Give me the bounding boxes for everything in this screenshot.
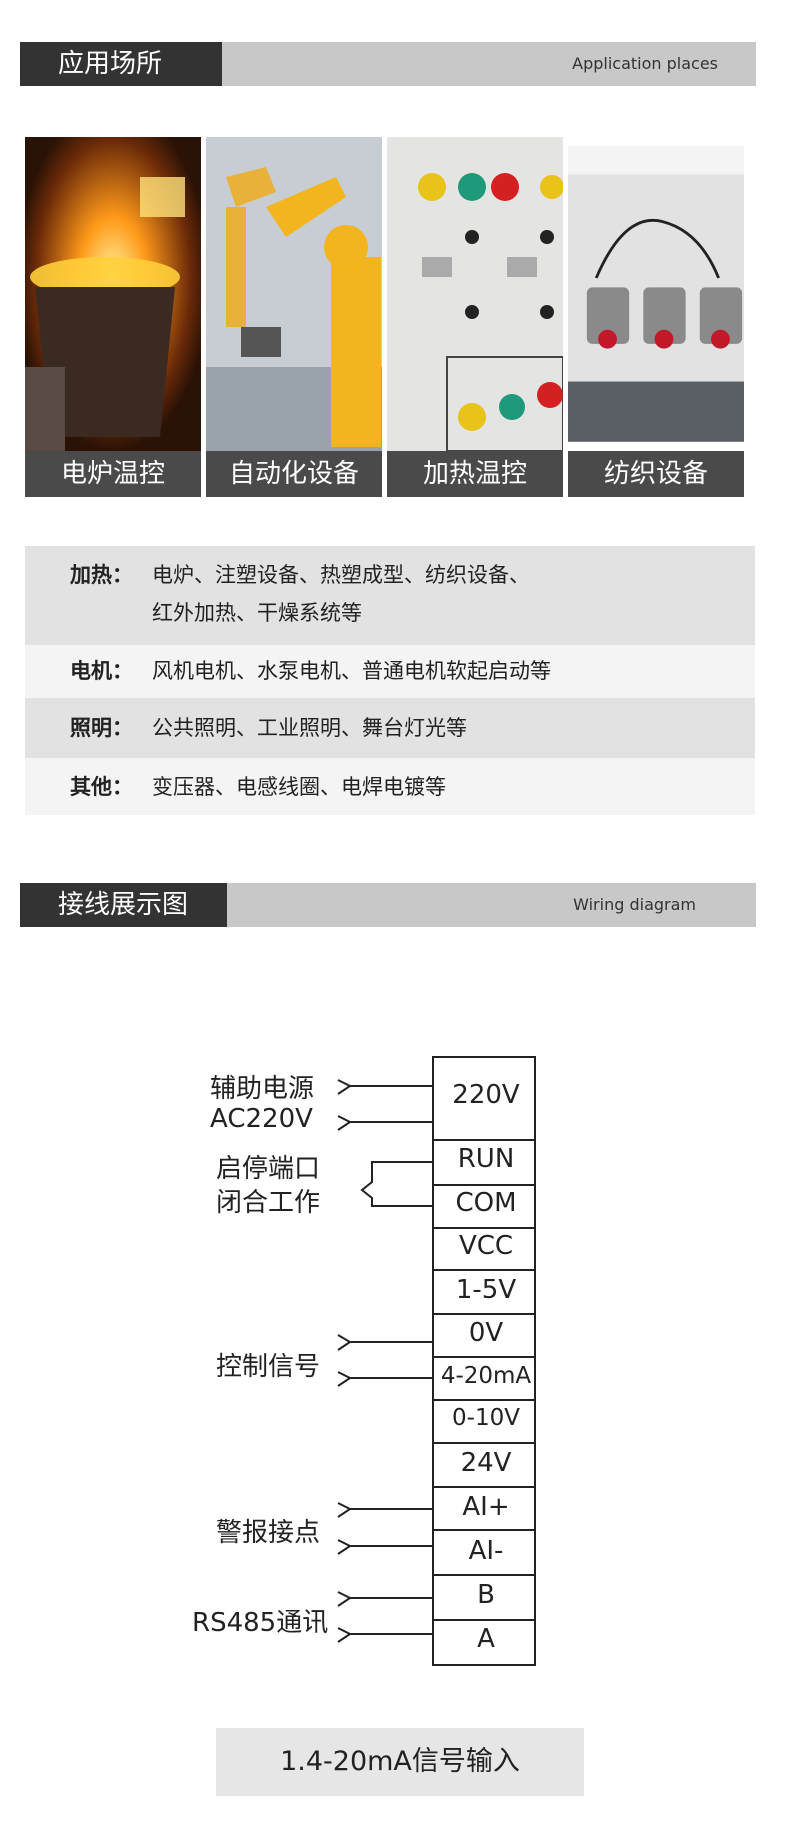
photo-caption: 电炉温控 bbox=[25, 451, 201, 497]
terminal-4-20ma: 4-20mA bbox=[440, 1363, 532, 1389]
photo-caption: 加热温控 bbox=[387, 451, 563, 497]
label-start-stop: 启停端口 bbox=[216, 1154, 321, 1184]
terminal-a: A bbox=[477, 1624, 495, 1654]
item-text: 风机电机、水泵电机、普通电机软起启动等 bbox=[152, 659, 551, 683]
item-label: 加热： bbox=[70, 563, 133, 587]
photo-furnace: 电炉温控 bbox=[25, 137, 201, 497]
terminal-run: RUN bbox=[457, 1144, 515, 1174]
list-item: 照明： 公共照明、工业照明、舞台灯光等 bbox=[25, 698, 755, 758]
diagram-caption: 1.4-20mA信号输入 bbox=[216, 1728, 584, 1796]
label-alarm-contact: 警报接点 bbox=[216, 1518, 321, 1548]
application-photos: 电炉温控 自动化设备 bbox=[25, 137, 755, 497]
section-subtitle: Application places bbox=[572, 54, 718, 73]
item-text: 电炉、注塑设备、热塑成型、纺织设备、 bbox=[152, 563, 530, 587]
label-rs485: RS485通讯 bbox=[192, 1608, 329, 1638]
furnace-photo-icon bbox=[25, 137, 201, 451]
item-label: 电机： bbox=[70, 659, 133, 683]
terminal-220v: 220V bbox=[452, 1080, 520, 1110]
list-item: 其他： 变压器、电感线圈、电焊电镀等 bbox=[25, 758, 755, 815]
item-label: 其他： bbox=[70, 775, 133, 799]
terminal-vcc: VCC bbox=[458, 1231, 514, 1261]
control-panel-photo-icon bbox=[387, 137, 563, 451]
photo-panel: 加热温控 bbox=[387, 137, 563, 497]
terminal-b: B bbox=[477, 1580, 495, 1610]
terminal-com: COM bbox=[455, 1188, 517, 1218]
photo-robot: 自动化设备 bbox=[206, 137, 382, 497]
list-item: 电机： 风机电机、水泵电机、普通电机软起启动等 bbox=[25, 645, 755, 698]
terminal-ai-plus: AI+ bbox=[462, 1492, 510, 1522]
terminal-ai-minus: AI- bbox=[468, 1536, 504, 1566]
section-title: 接线展示图 bbox=[20, 883, 227, 927]
textile-machine-photo-icon bbox=[568, 146, 744, 442]
label-aux-power-voltage: AC220V bbox=[210, 1104, 313, 1134]
list-item: 加热： 电炉、注塑设备、热塑成型、纺织设备、 红外加热、干燥系统等 bbox=[25, 546, 755, 645]
terminal-0v: 0V bbox=[468, 1318, 504, 1348]
section-header-wiring: 接线展示图 Wiring diagram bbox=[20, 883, 756, 927]
application-list: 加热： 电炉、注塑设备、热塑成型、纺织设备、 红外加热、干燥系统等 电机： 风机… bbox=[25, 546, 755, 815]
wiring-lines bbox=[337, 1056, 536, 1666]
terminal-1-5v: 1-5V bbox=[455, 1275, 517, 1305]
item-text: 红外加热、干燥系统等 bbox=[152, 601, 362, 625]
item-label: 照明： bbox=[70, 716, 133, 740]
section-subtitle: Wiring diagram bbox=[573, 895, 696, 914]
photo-caption: 自动化设备 bbox=[206, 451, 382, 497]
item-text: 公共照明、工业照明、舞台灯光等 bbox=[152, 716, 467, 740]
label-start-stop-closed: 闭合工作 bbox=[216, 1188, 321, 1218]
robot-arm-photo-icon bbox=[206, 137, 382, 451]
label-aux-power: 辅助电源 bbox=[210, 1074, 315, 1104]
terminal-0-10v: 0-10V bbox=[452, 1405, 520, 1431]
label-control-signal: 控制信号 bbox=[216, 1352, 321, 1382]
section-header-application: 应用场所 Application places bbox=[20, 42, 756, 86]
terminal-24v: 24V bbox=[460, 1448, 512, 1478]
item-text: 变压器、电感线圈、电焊电镀等 bbox=[152, 775, 446, 799]
wiring-diagram: 辅助电源 AC220V 启停端口 闭合工作 控制信号 警报接点 RS485通讯 … bbox=[0, 1030, 790, 1730]
photo-caption: 纺织设备 bbox=[568, 451, 744, 497]
photo-textile: 纺织设备 bbox=[568, 137, 744, 497]
section-title: 应用场所 bbox=[20, 42, 222, 86]
